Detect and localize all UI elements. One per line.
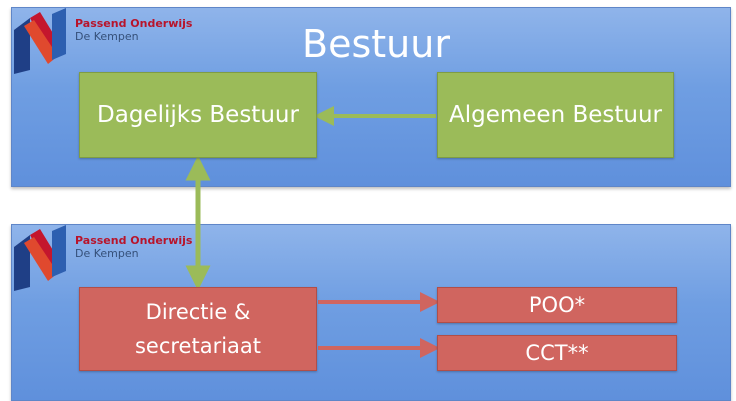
- passend-onderwijs-logo: [14, 225, 66, 291]
- passend-onderwijs-logo: [14, 8, 66, 74]
- brand-name: Passend Onderwijs: [75, 234, 193, 247]
- algemeen-bestuur-node: Algemeen Bestuur: [437, 72, 674, 158]
- cct-node: CCT**: [437, 335, 677, 371]
- brand-subname: De Kempen: [75, 247, 139, 260]
- brand-text: Passend Onderwijs De Kempen: [75, 17, 192, 43]
- brand-subname: De Kempen: [75, 30, 139, 43]
- dagelijks-bestuur-node: Dagelijks Bestuur: [79, 72, 317, 158]
- poo-node: POO*: [437, 287, 677, 323]
- directie-secretariaat-node: Directie & secretariaat: [79, 287, 317, 371]
- brand-text: Passend Onderwijs De Kempen: [75, 234, 192, 260]
- panel-title: Bestuur: [302, 22, 450, 66]
- brand-name: Passend Onderwijs: [75, 17, 193, 30]
